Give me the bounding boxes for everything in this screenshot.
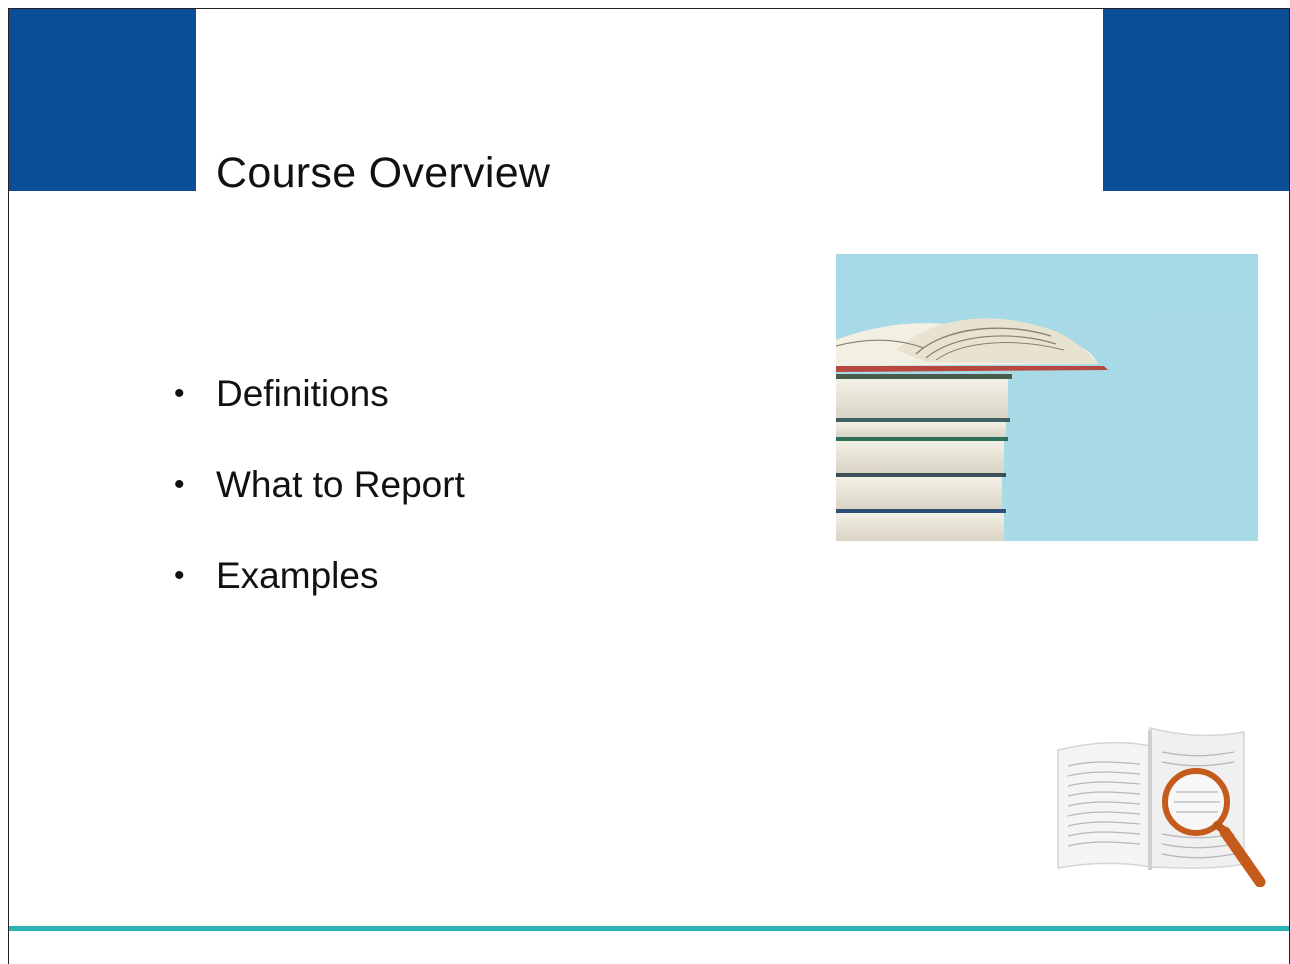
- corner-block-right: [1103, 9, 1289, 191]
- slide: Course Overview • Definitions • What to …: [8, 8, 1290, 964]
- bullet-label: Examples: [216, 555, 379, 596]
- bullet-label: Definitions: [216, 373, 389, 414]
- bullet-dot: •: [174, 377, 185, 410]
- open-book-magnifier-icon: [1057, 727, 1266, 887]
- slide-title: Course Overview: [216, 149, 551, 197]
- bullet-item-examples: • Examples: [174, 551, 465, 642]
- bullet-list: • Definitions • What to Report • Example…: [174, 369, 465, 642]
- bullet-dot: •: [174, 468, 185, 501]
- bullet-item-what-to-report: • What to Report: [174, 460, 465, 551]
- bullet-dot: •: [174, 559, 185, 592]
- corner-block-left: [9, 9, 196, 191]
- book-stack-photo: [836, 254, 1258, 541]
- bottom-rule: [9, 926, 1289, 931]
- bullet-label: What to Report: [216, 464, 465, 505]
- bullet-item-definitions: • Definitions: [174, 369, 465, 460]
